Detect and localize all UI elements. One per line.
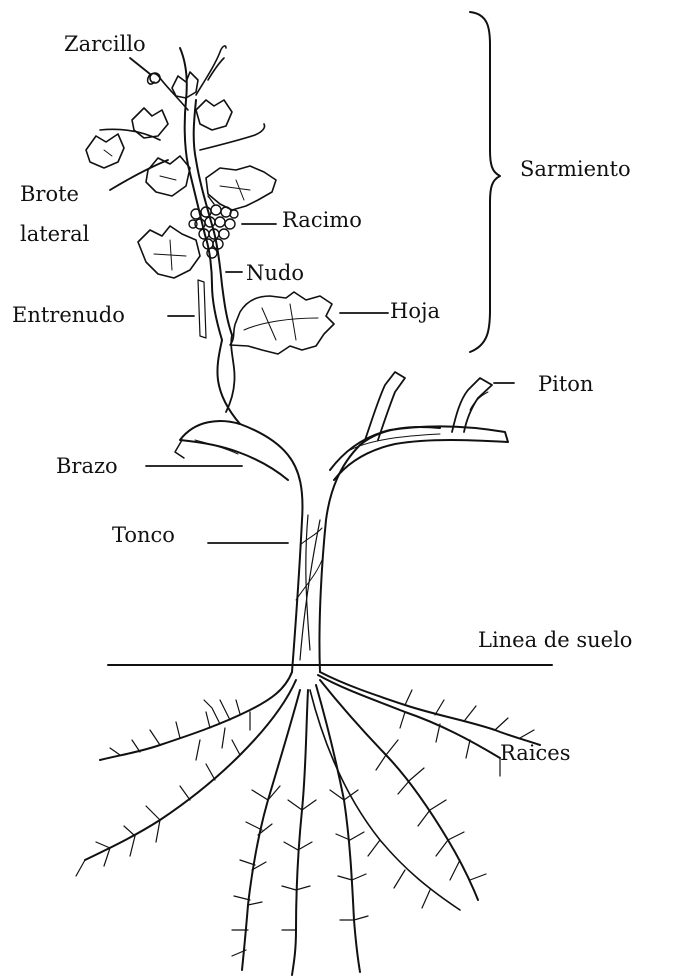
label-racimo: Racimo — [282, 208, 362, 233]
root-hairs — [76, 690, 534, 956]
arm-left — [175, 421, 288, 480]
label-nudo: Nudo — [246, 261, 304, 286]
trunk — [240, 424, 440, 672]
label-linea-de-suelo: Linea de suelo — [478, 628, 632, 653]
tendrils — [148, 46, 265, 150]
label-hoja: Hoja — [390, 299, 440, 324]
sarmiento-bracket — [470, 12, 500, 352]
label-tronco: Tonco — [112, 523, 175, 548]
label-raices: Raices — [500, 741, 571, 766]
label-entrenudo: Entrenudo — [12, 303, 125, 328]
label-brazo: Brazo — [56, 454, 118, 479]
roots — [85, 672, 540, 975]
label-zarcillo: Zarcillo — [64, 32, 146, 57]
arm-right — [330, 372, 508, 480]
leader-zarcillo — [130, 58, 150, 74]
label-sarmiento: Sarmiento — [520, 157, 631, 182]
leader-brote — [110, 160, 168, 190]
label-brote-lateral: Brote lateral — [20, 174, 89, 254]
label-piton: Piton — [538, 372, 593, 397]
leader-lines — [110, 58, 514, 543]
